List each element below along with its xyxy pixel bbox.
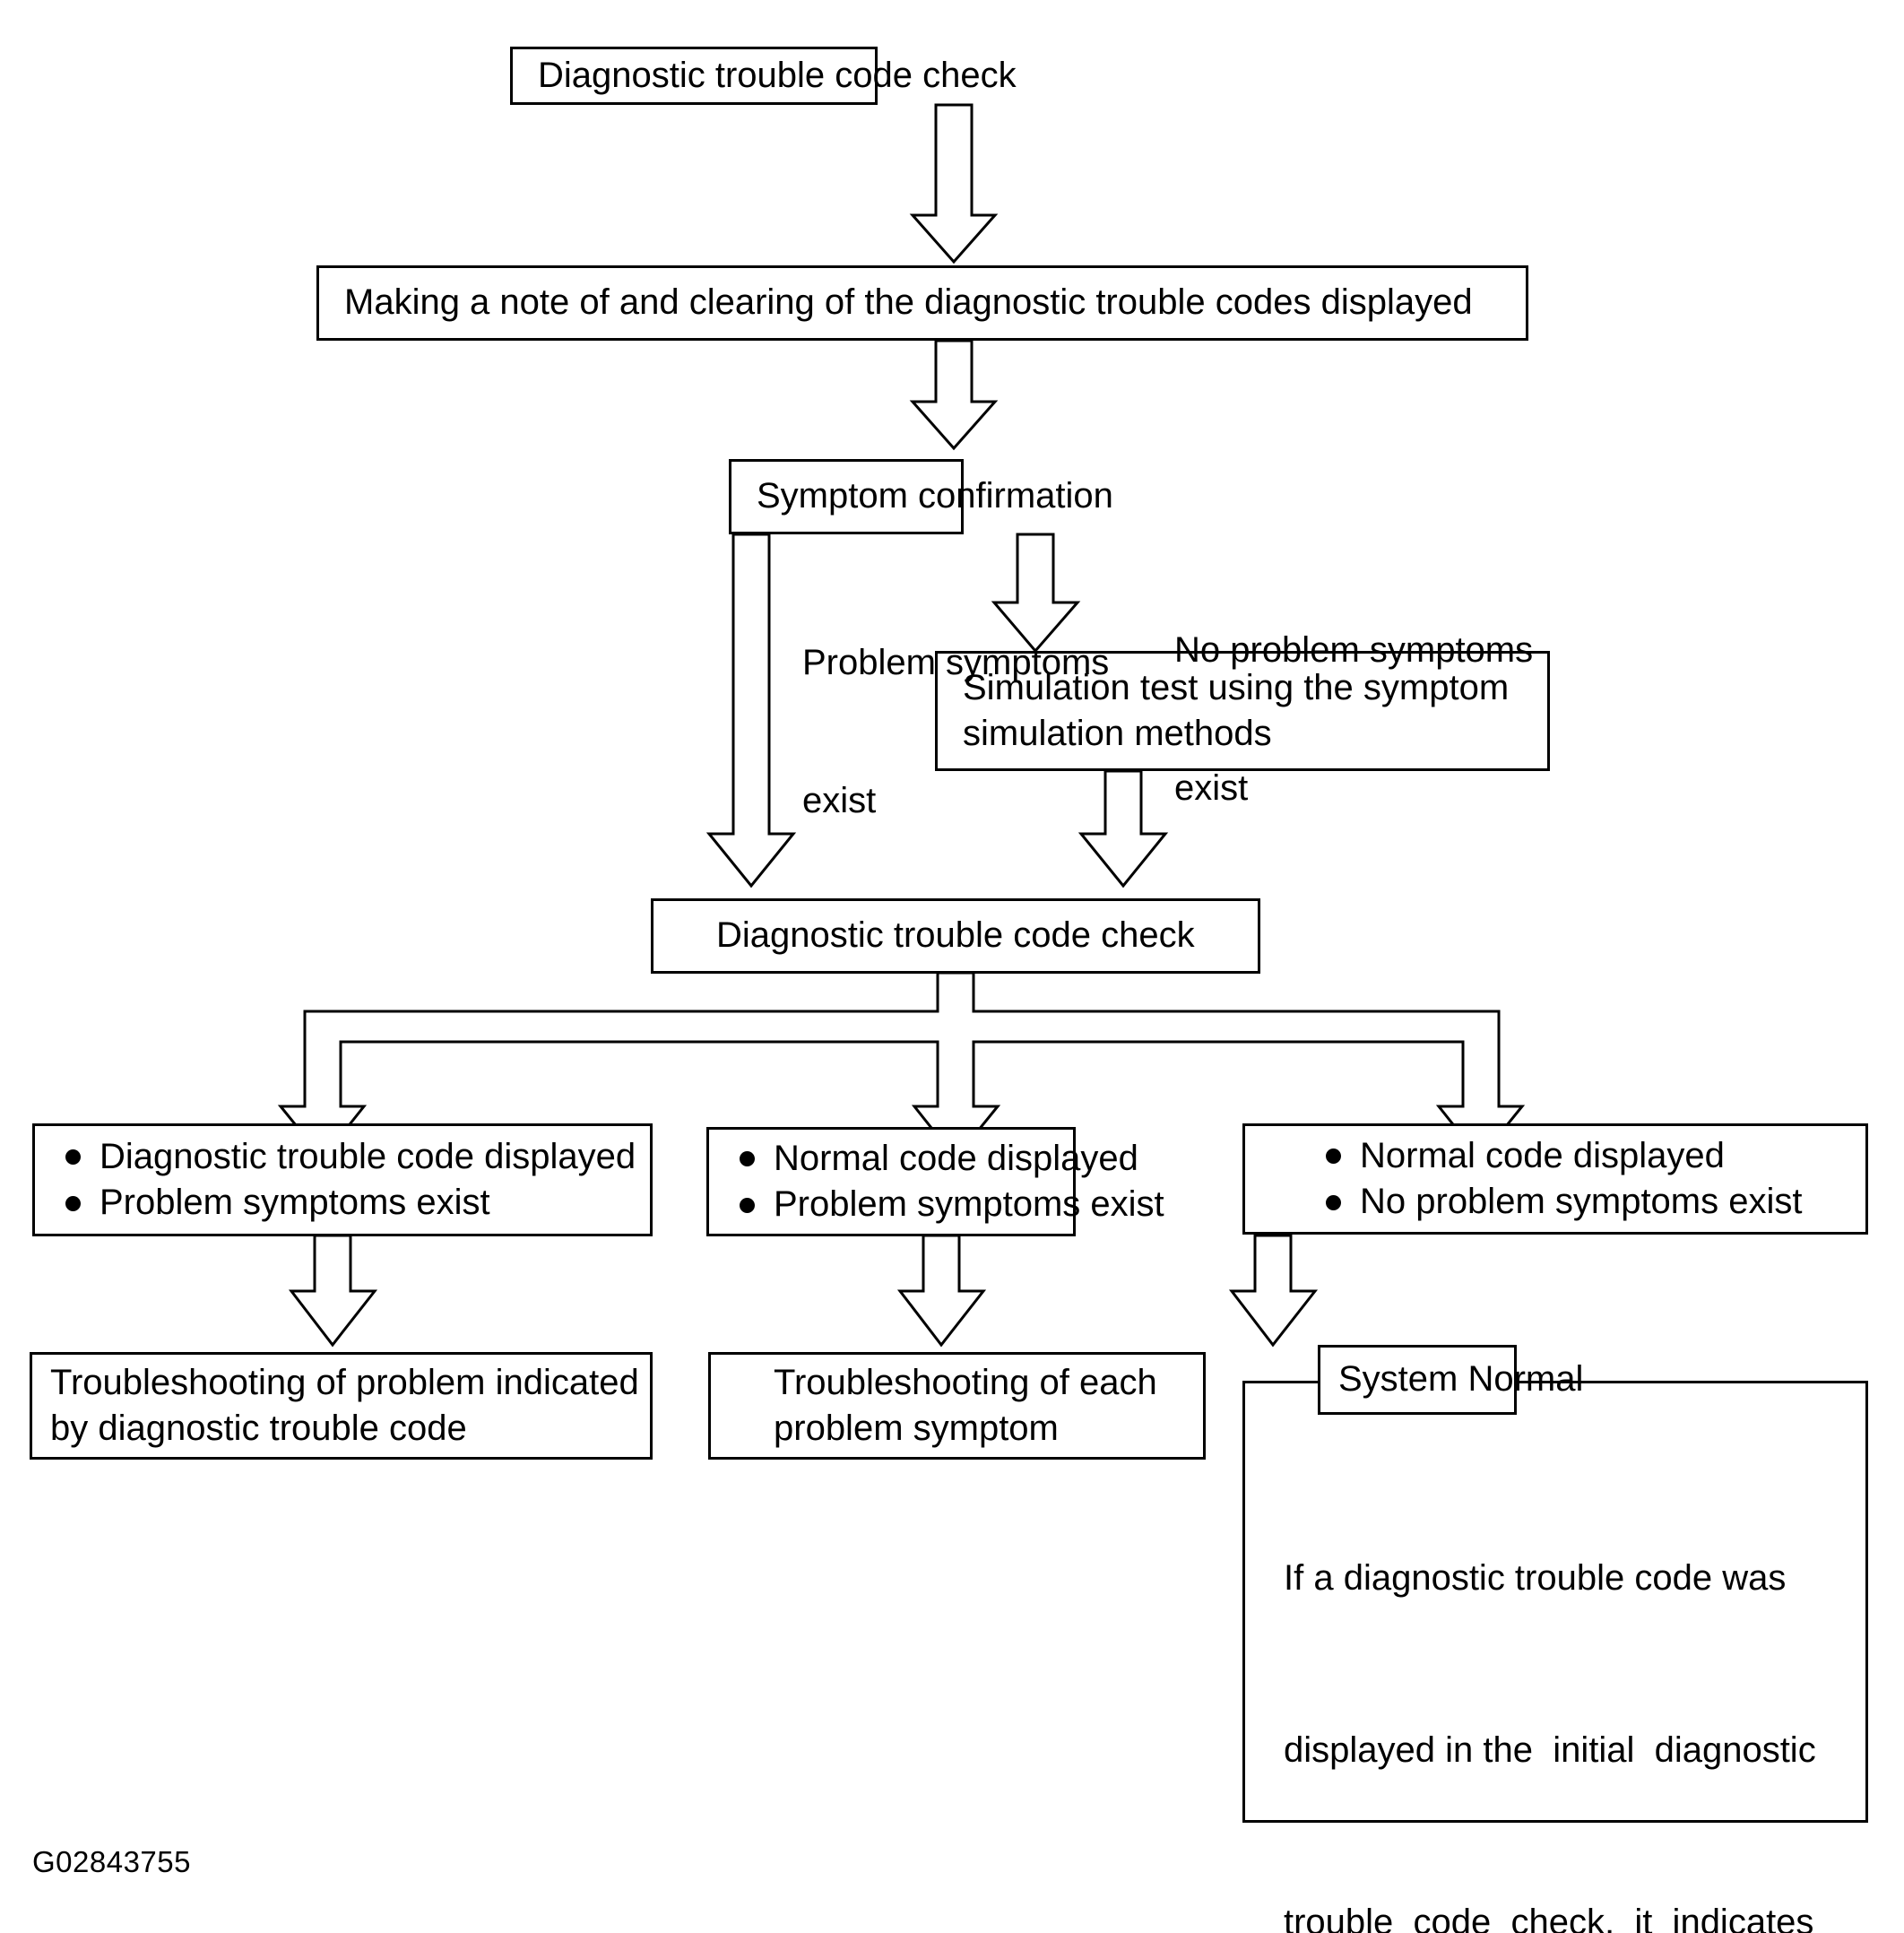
node-dtc-check-mid-text: Diagnostic trouble code check <box>716 915 1195 956</box>
arrow-result-left-to-action-left <box>288 1234 378 1348</box>
edge-label-no-problem-symptoms-exist: No problem symptoms exist <box>1174 536 1533 904</box>
note-line-1: If a diagnostic trouble code was <box>1284 1558 1787 1598</box>
node-dtc-check-mid: Diagnostic trouble code check <box>651 898 1260 974</box>
list-item: Diagnostic trouble code displayed <box>60 1134 650 1180</box>
edge-label-line2: exist <box>1174 767 1249 808</box>
list-item: No problem symptoms exist <box>1320 1179 1865 1225</box>
node-system-normal-title-text: System Normal <box>1338 1359 1584 1400</box>
note-line-2: displayed in the initial diagnostic <box>1284 1730 1816 1770</box>
edge-label-line1: No problem symptoms <box>1174 630 1534 671</box>
node-result-right-list: Normal code displayed No problem symptom… <box>1245 1133 1865 1225</box>
node-dtc-check-top: Diagnostic trouble code check <box>510 47 1017 105</box>
arrow-result-mid-to-action-mid <box>896 1234 987 1348</box>
node-symptom-confirmation-text: Symptom confirmation <box>757 476 1113 516</box>
node-action-left-line2: by diagnostic trouble code <box>50 1409 467 1448</box>
node-make-note-clear-text: Making a note of and clearing of the dia… <box>344 282 1473 323</box>
arrow-result-right-to-system-normal <box>1228 1234 1319 1348</box>
arrow-problem-symptoms-to-dtc <box>705 533 797 888</box>
list-item: Problem symptoms exist <box>734 1182 1164 1227</box>
edge-label-problem-symptoms-exist: Problem symptoms exist <box>802 549 1109 916</box>
node-simulation-test: Simulation test using the symptom simula… <box>935 651 1550 771</box>
node-action-mid-line1: Troubleshooting of each <box>774 1362 1157 1402</box>
arrow-top-to-note <box>909 103 999 264</box>
node-system-normal-title: System Normal <box>1318 1345 1584 1415</box>
figure-id-code: G02843755 <box>32 1845 191 1878</box>
node-action-left-line1: Troubleshooting of problem indicated <box>50 1362 639 1402</box>
note-line-3: trouble code check, it indicates <box>1284 1903 1814 1933</box>
node-action-left: Troubleshooting of problem indicated by … <box>30 1352 653 1460</box>
list-item: Normal code displayed <box>734 1136 1138 1182</box>
node-make-note-clear: Making a note of and clearing of the dia… <box>316 265 1528 341</box>
arrow-note-to-symptom <box>909 339 999 451</box>
list-item: Normal code displayed <box>1320 1133 1865 1179</box>
node-result-mid: Normal code displayed Problem symptoms e… <box>706 1127 1164 1236</box>
node-symptom-confirmation: Symptom confirmation <box>729 459 1113 534</box>
node-dtc-check-top-text: Diagnostic trouble code check <box>538 55 1017 95</box>
node-action-mid: Troubleshooting of each problem symptom <box>708 1352 1206 1460</box>
node-simulation-test-line2: simulation methods <box>963 714 1272 753</box>
edge-label-line2: exist <box>802 780 877 820</box>
list-item: Problem symptoms exist <box>60 1180 650 1226</box>
node-result-left-list: Diagnostic trouble code displayed Proble… <box>35 1134 650 1226</box>
node-result-right: Normal code displayed No problem symptom… <box>1242 1123 1868 1235</box>
node-result-left: Diagnostic trouble code displayed Proble… <box>32 1123 653 1236</box>
node-system-normal-note: If a diagnostic trouble code was display… <box>1284 1435 1857 1933</box>
node-action-mid-line2: problem symptom <box>774 1409 1059 1448</box>
node-simulation-test-line1: Simulation test using the symptom <box>963 667 1510 707</box>
edge-label-line1: Problem symptoms <box>802 643 1110 683</box>
node-system-normal-box <box>1242 1381 1868 1823</box>
node-result-mid-list: Normal code displayed Problem symptoms e… <box>709 1136 1164 1227</box>
